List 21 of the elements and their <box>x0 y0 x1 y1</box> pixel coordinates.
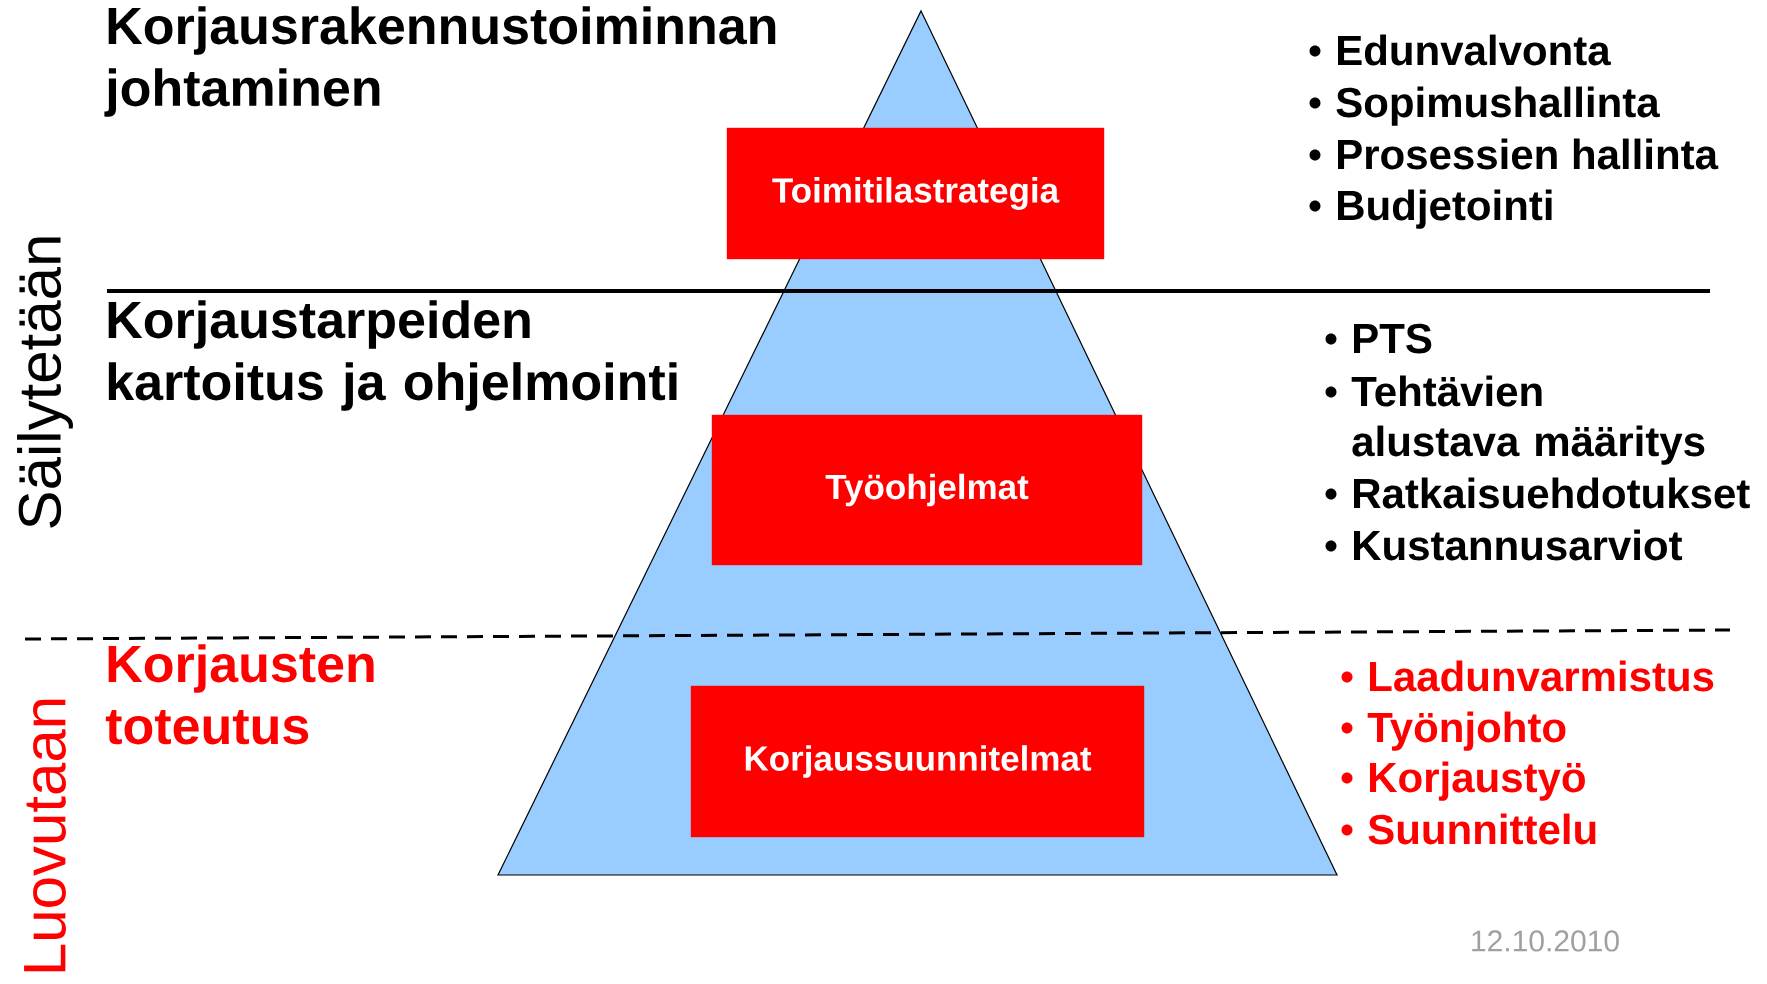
process-box: Korjaussuunnitelmat <box>690 685 1145 838</box>
process-box: Työohjelmat <box>711 414 1143 566</box>
list-item: Työnjohto <box>1367 711 1566 751</box>
list-item: Budjetointi <box>1338 189 1552 229</box>
list-item: Prosessien hallinta <box>1338 138 1719 170</box>
date-label: 12.10.2010 <box>1472 930 1619 952</box>
list-item: PTS <box>1354 323 1432 354</box>
side-label: Säilytetään <box>17 237 73 528</box>
process-box: Toimitilastrategia <box>726 127 1105 260</box>
side-label: Luovutaan <box>24 699 66 972</box>
list-item: Suunnittelu <box>1368 813 1596 845</box>
list-item: Tehtävien alustava määritys <box>1351 375 1705 465</box>
list-item: Laadunvarmistus <box>1370 660 1714 692</box>
heading: Korjausten toteutus <box>105 644 374 745</box>
heading: Korjausrakennustoiminnan johtaminen <box>104 6 776 117</box>
list-item: Edunvalvonta <box>1338 34 1611 66</box>
list-item: Sopimushallinta <box>1336 86 1660 126</box>
list-item: Kustannusarviot <box>1354 529 1683 561</box>
list-item: Ratkaisuehdotukset <box>1354 477 1750 509</box>
heading: Korjaustarpeiden kartoitus ja ohjelmointi <box>108 300 677 411</box>
list-item: Korjaustyö <box>1370 761 1585 801</box>
